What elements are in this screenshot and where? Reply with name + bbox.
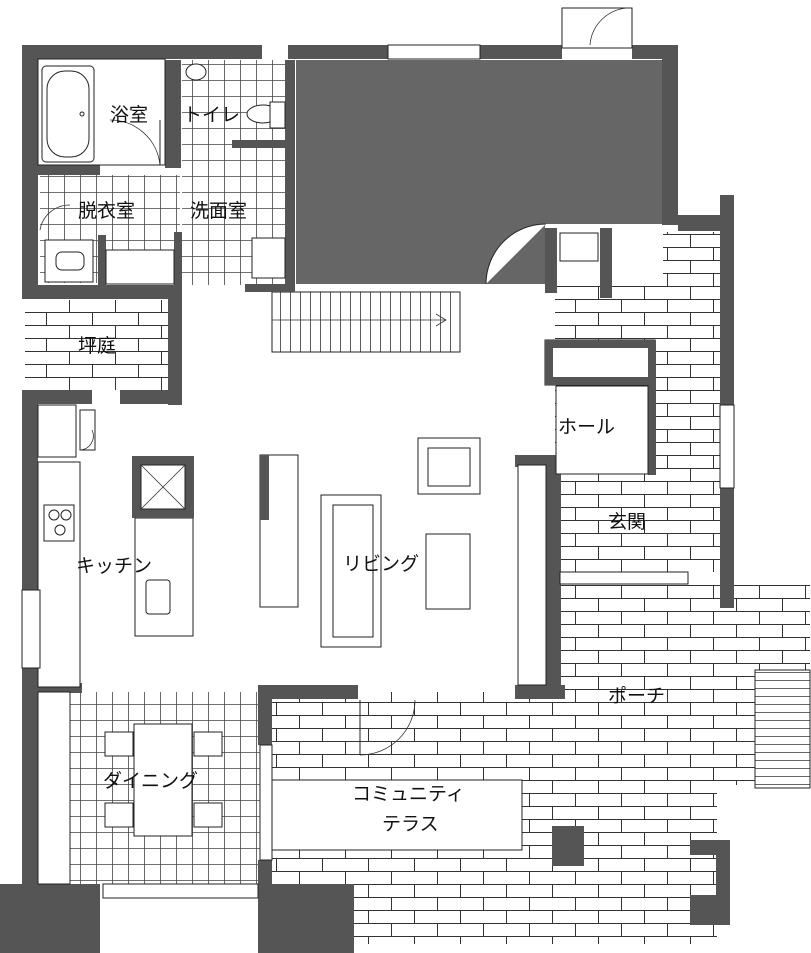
- washing-machine-lid: [55, 251, 85, 271]
- wall: [545, 228, 557, 293]
- courtyard-floor: [25, 300, 168, 390]
- wall: [678, 215, 720, 231]
- stove: [43, 504, 75, 542]
- wall: [288, 45, 388, 59]
- dining-chair: [193, 802, 223, 828]
- window: [102, 883, 259, 899]
- room-label-porch: ポーチ: [608, 685, 665, 707]
- wall: [38, 683, 82, 693]
- room-label-kitchen: キッチン: [76, 555, 152, 577]
- wall: [120, 390, 182, 404]
- burner-icon: [54, 524, 66, 536]
- wall: [545, 455, 561, 695]
- bathtub-drain: [79, 111, 85, 117]
- wall: [174, 232, 182, 290]
- top-door-swing: [589, 7, 631, 46]
- wall: [22, 45, 38, 290]
- wall: [720, 195, 734, 405]
- room-label-living: リビング: [343, 553, 419, 575]
- wall: [168, 285, 182, 405]
- kitchen-island: [134, 517, 194, 637]
- window: [559, 571, 689, 585]
- burner-icon: [60, 509, 72, 521]
- toilet-sink: [185, 63, 207, 81]
- wall: [98, 235, 106, 285]
- room-label-hall: ホール: [558, 416, 615, 438]
- tv-board: [259, 454, 299, 608]
- kitchen-counter-upper: [37, 404, 77, 458]
- wall: [545, 377, 655, 385]
- wall: [285, 60, 295, 290]
- entrance-sink: [559, 232, 599, 262]
- window: [387, 44, 481, 60]
- stairs-arrowhead: [435, 313, 447, 327]
- room-label-dressing: 脱衣室: [78, 200, 135, 222]
- terrace-open-area: [271, 779, 523, 851]
- wall: [258, 884, 354, 953]
- living-storage: [517, 464, 547, 686]
- wall: [545, 340, 655, 348]
- terrace-wall-l: [690, 840, 730, 925]
- washroom-cabinet: [251, 237, 286, 279]
- wall: [600, 228, 612, 298]
- dressing-door-swing: [39, 204, 71, 231]
- terrace-door-swing: [359, 699, 416, 756]
- kitchen-side-counter: [21, 589, 41, 669]
- dining-chair: [104, 802, 134, 828]
- room-label-courtyard: 坪庭: [78, 335, 116, 357]
- terrace-pillar: [552, 826, 584, 866]
- wall: [258, 860, 272, 890]
- wall: [648, 340, 656, 475]
- dining-table: [133, 723, 193, 837]
- room-label-community-1: コミュニティ: [352, 783, 465, 805]
- window: [719, 404, 735, 489]
- room-label-washroom: 洗面室: [190, 200, 247, 222]
- wall: [22, 390, 92, 404]
- wall: [258, 685, 358, 699]
- room-label-bath: 浴室: [110, 104, 148, 126]
- tv-board-accent: [260, 455, 269, 520]
- wall: [720, 488, 734, 608]
- room-label-toilet: トイレ: [183, 104, 240, 126]
- fridge-door: [79, 409, 96, 451]
- wall: [22, 285, 182, 299]
- wall: [0, 884, 100, 953]
- island-sink: [145, 579, 171, 615]
- dining-chair: [104, 731, 134, 757]
- wall: [515, 455, 561, 467]
- toilet-tank: [269, 101, 286, 129]
- top-door-frame: [561, 7, 633, 49]
- porch-deck: [754, 669, 811, 789]
- dining-chair: [193, 731, 223, 757]
- wall: [545, 340, 553, 385]
- stairs: [271, 291, 461, 353]
- wash-counter: [105, 249, 175, 285]
- pillar-cross: [140, 464, 186, 510]
- room-label-entrance: 玄関: [608, 511, 646, 533]
- bath-door-swing: [109, 119, 161, 166]
- room-label-dining: ダイニング: [103, 770, 198, 792]
- kitchen-counter: [37, 461, 81, 688]
- wall: [165, 60, 181, 168]
- hall-floor: [555, 385, 649, 475]
- burner-icon: [48, 509, 60, 521]
- wall: [22, 45, 262, 59]
- wall: [232, 140, 292, 148]
- wall: [245, 284, 295, 292]
- wall: [662, 45, 678, 225]
- wall: [258, 685, 272, 745]
- wall: [480, 45, 562, 59]
- window: [259, 744, 273, 861]
- sofa-seat: [332, 504, 374, 638]
- void-door-swing: [485, 223, 547, 285]
- room-label-community-2: テラス: [382, 813, 439, 835]
- wall: [38, 165, 100, 175]
- armchair-seat: [427, 447, 471, 487]
- bathtub-inner: [46, 70, 90, 158]
- fridge-door-swing: [79, 429, 94, 451]
- dining-storage: [37, 691, 71, 885]
- coffee-table: [425, 533, 471, 610]
